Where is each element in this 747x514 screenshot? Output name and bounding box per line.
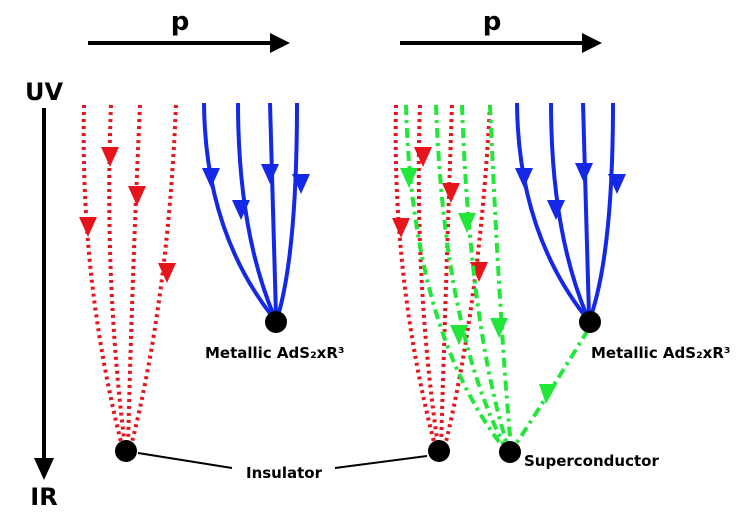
insulator-flow-arrowheads-right [392, 147, 488, 282]
metallic-flow-arrowheads-left [202, 164, 310, 220]
metallic-label-left: Metallic AdS₂xR³ [205, 344, 344, 362]
insulator-flows-right [393, 104, 492, 447]
insulator-fixed-point-left [115, 440, 137, 462]
energy-scale-arrow [34, 108, 54, 480]
insulator-flows-left [81, 104, 178, 447]
insulator-flow-arrowheads-left [79, 147, 176, 283]
metallic-flow-arrowheads-right [515, 163, 626, 220]
momentum-arrow-right [400, 33, 602, 53]
superconductor-fixed-point [499, 441, 521, 463]
uv-label: UV [25, 78, 63, 106]
insulator-leader-lines [137, 452, 428, 469]
metallic-flows-left [202, 102, 299, 318]
momentum-arrow-left [88, 33, 290, 53]
metallic-fixed-point-right [579, 311, 601, 333]
superconductor-flow-arrowheads-right [400, 168, 557, 404]
momentum-label-left: p [171, 7, 190, 37]
metallic-fixed-point-left [265, 311, 287, 333]
insulator-fixed-point-right [428, 440, 450, 462]
metallic-flows-right [515, 102, 615, 318]
momentum-label-right: p [483, 7, 502, 37]
metallic-label-right: Metallic AdS₂xR³ [591, 344, 730, 362]
superconductor-label: Superconductor [524, 452, 659, 470]
ir-label: IR [30, 483, 57, 511]
insulator-label: Insulator [246, 464, 323, 482]
